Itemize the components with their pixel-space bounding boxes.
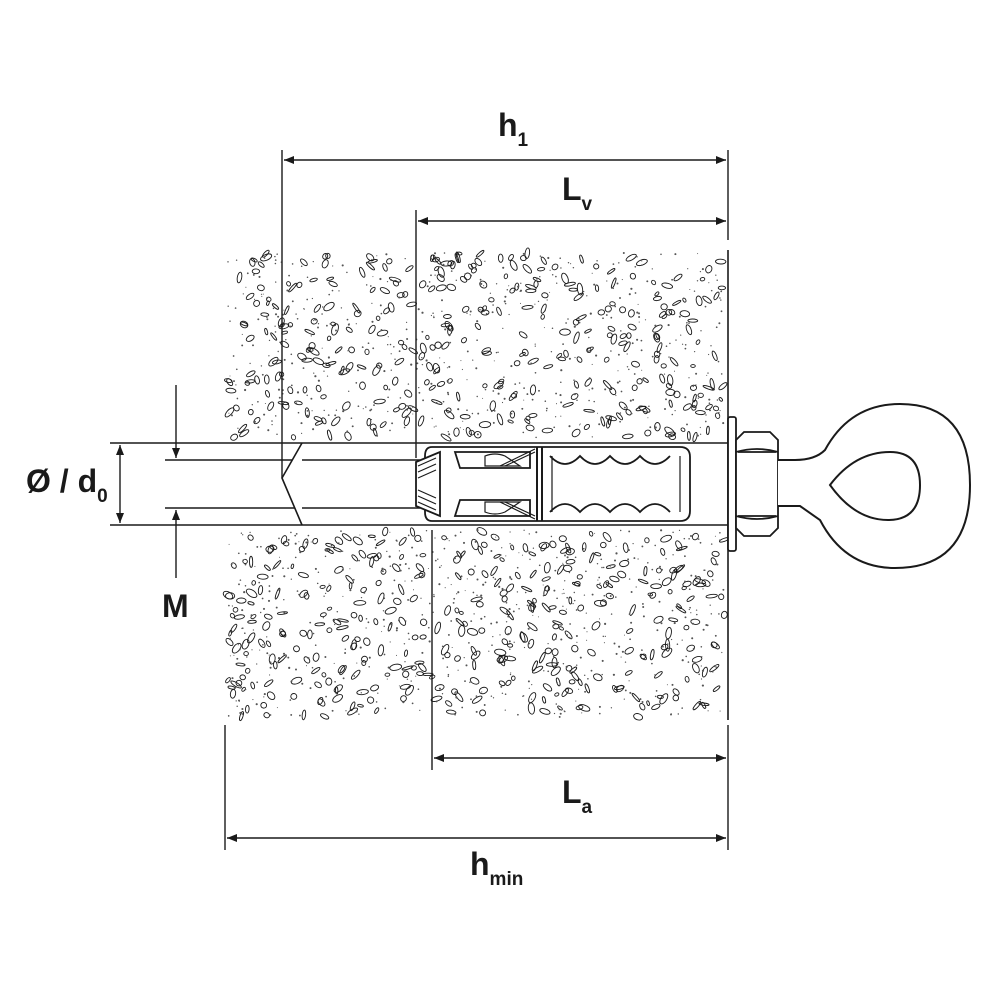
washer-icon — [727, 416, 737, 552]
label-m: M — [162, 588, 189, 624]
dimension-lines — [116, 150, 729, 850]
label-lv: Lv — [562, 171, 593, 215]
label-h1: h1 — [498, 107, 529, 151]
label-hmin: hmin — [470, 846, 523, 890]
hex-nut-icon — [735, 431, 779, 537]
label-la: La — [562, 774, 593, 818]
concrete-texture — [222, 247, 730, 722]
label-diameter: Ø / d0 — [26, 463, 108, 507]
expansion-sleeve-icon — [415, 446, 691, 522]
eye-bolt-icon — [778, 402, 972, 570]
